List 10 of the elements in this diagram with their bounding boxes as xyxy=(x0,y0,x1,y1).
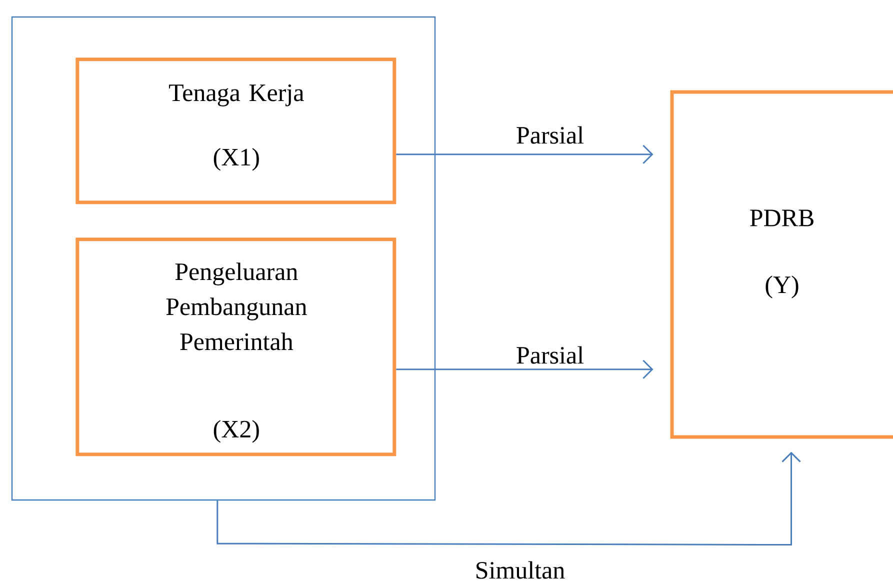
edge-label: Parsial xyxy=(515,345,586,365)
edge-label: Simultan xyxy=(474,560,566,580)
variable-box: Tenaga Kerja (X1) xyxy=(76,58,396,204)
arrow xyxy=(216,452,801,546)
group-frame xyxy=(11,16,436,501)
arrow xyxy=(396,360,654,379)
edge-label: Parsial xyxy=(515,125,586,145)
arrow xyxy=(396,144,654,164)
variable-box: Pengeluaran Pembangunan Pemerintah (X2) xyxy=(76,238,396,456)
variable-box: PDRB (Y) xyxy=(670,90,893,439)
